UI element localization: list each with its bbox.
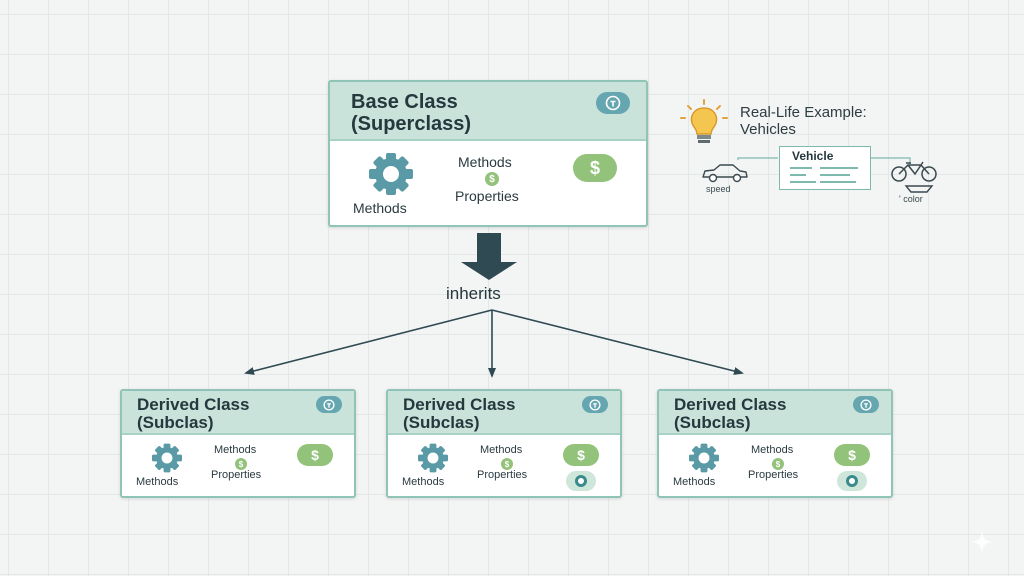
derived-properties-label: Properties bbox=[477, 469, 528, 481]
lock-icon bbox=[596, 92, 630, 114]
radio-icon bbox=[837, 471, 867, 491]
bike-caption: ' color bbox=[899, 194, 923, 204]
lock-icon bbox=[582, 396, 608, 413]
derived-properties-label: Properties bbox=[748, 469, 799, 481]
example-connectors bbox=[737, 157, 911, 164]
base-methods-label: Methods bbox=[458, 154, 512, 170]
derived-methods-label: Methods bbox=[480, 444, 523, 456]
derived-properties-label: Properties bbox=[211, 469, 262, 481]
example-title: Real-Life Example: Vehicles bbox=[740, 104, 867, 139]
bicycle-icon bbox=[891, 161, 937, 182]
dollar-icon: $ bbox=[834, 444, 870, 466]
derived-methods-label: Methods bbox=[214, 444, 257, 456]
sparkle-icon bbox=[971, 531, 993, 553]
car-icon bbox=[702, 164, 748, 183]
derived-title-line2: (Subclas) bbox=[137, 413, 214, 433]
derived-gear-label: Methods bbox=[402, 476, 445, 488]
document-icon: Vehicle bbox=[779, 146, 871, 190]
big-down-arrow bbox=[461, 233, 517, 280]
vehicle-label: Vehicle bbox=[792, 149, 834, 163]
derived-title-line1: Derived Class bbox=[674, 395, 787, 414]
dollar-icon: $ bbox=[563, 444, 599, 466]
boat-icon bbox=[904, 185, 934, 193]
gear-icon bbox=[369, 153, 413, 195]
connector-left bbox=[244, 309, 493, 375]
lock-icon bbox=[853, 396, 879, 413]
car-caption: speed bbox=[706, 184, 731, 194]
derived-class-header: Derived Class(Subclas) bbox=[388, 391, 620, 435]
example-title-line1: Real-Life Example: bbox=[740, 104, 867, 121]
derived-title-line2: (Subclas) bbox=[674, 413, 751, 433]
gear-icon bbox=[152, 443, 182, 473]
mini-dollar-icon: $ bbox=[772, 458, 784, 470]
mini-dollar-icon: $ bbox=[235, 458, 247, 470]
base-class-title-line1: Base Class bbox=[351, 91, 458, 113]
mini-dollar-icon: $ bbox=[485, 172, 499, 186]
derived-class-header: Derived Class(Subclas) bbox=[122, 391, 354, 435]
dollar-icon: $ bbox=[573, 154, 617, 182]
derived-gear-label: Methods bbox=[136, 476, 179, 488]
base-class-title-line2: (Superclass) bbox=[351, 112, 472, 135]
radio-icon bbox=[566, 471, 596, 491]
mini-dollar-icon: $ bbox=[501, 458, 513, 470]
base-class-card: Base Class (Superclass) Methods Methods … bbox=[328, 80, 648, 227]
base-properties-label: Properties bbox=[455, 188, 519, 204]
base-class-header: Base Class (Superclass) bbox=[330, 82, 646, 141]
derived-gear-label: Methods bbox=[673, 476, 716, 488]
base-gear-label: Methods bbox=[353, 200, 407, 216]
lightbulb-icon bbox=[680, 99, 728, 143]
derived-title-line2: (Subclas) bbox=[403, 413, 480, 433]
derived-methods-label: Methods bbox=[751, 444, 794, 456]
connector-right bbox=[491, 309, 744, 375]
inherits-label: inherits bbox=[446, 284, 501, 303]
gear-icon bbox=[689, 443, 719, 473]
derived-title-line1: Derived Class bbox=[403, 395, 516, 414]
example-title-line2: Vehicles bbox=[740, 121, 796, 139]
derived-class-header: Derived Class(Subclas) bbox=[659, 391, 891, 435]
dollar-icon: $ bbox=[297, 444, 333, 466]
gear-icon bbox=[418, 443, 448, 473]
derived-title-line1: Derived Class bbox=[137, 395, 250, 414]
lock-icon bbox=[316, 396, 342, 413]
